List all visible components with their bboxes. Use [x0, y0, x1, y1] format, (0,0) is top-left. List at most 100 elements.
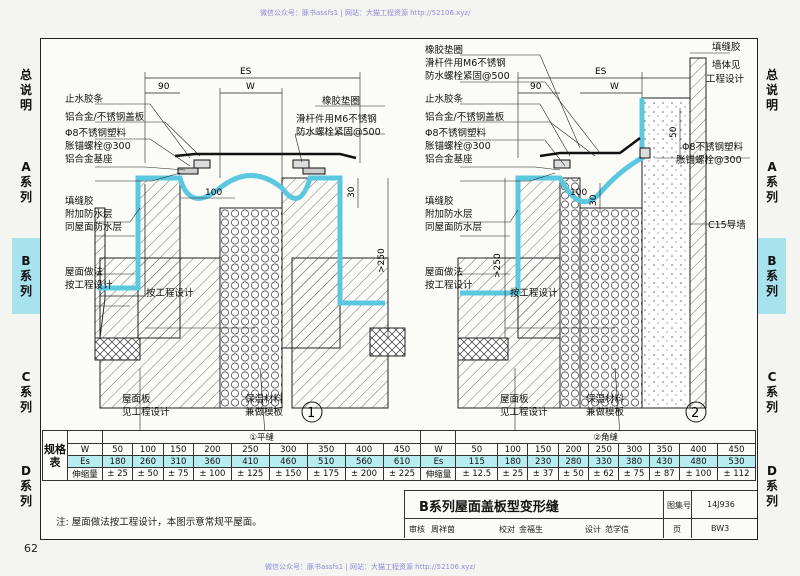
label-slide-1: 滑杆件用M6不锈钢: [425, 57, 506, 69]
table-cell: ± 37: [527, 467, 559, 481]
label-base: 铝合金基座: [65, 153, 113, 165]
table-cell: 150: [527, 443, 559, 456]
atlas-label: 图集号: [667, 501, 691, 510]
label-wall-1: 墙体见: [712, 59, 741, 71]
tab-label: 总说明: [19, 67, 32, 112]
table-cell: ± 62: [588, 467, 620, 481]
table-cell: ± 100: [192, 467, 232, 481]
watermark-top: 微信公众号：豚书assfs1 | 网站：大猫工程资源 http://52106.…: [260, 9, 471, 17]
table-cell: ± 225: [382, 467, 422, 481]
table-cell: 180: [101, 455, 134, 468]
waterproof-layer: [98, 173, 385, 306]
page-code: BW3: [711, 524, 730, 533]
reviewer-name: 周祥茵: [431, 525, 455, 534]
table-cell: 250: [230, 443, 270, 456]
table-row: 伸缩量 ± 25± 50± 75± 100± 125± 150± 175± 20…: [43, 467, 757, 481]
table-cell: 250: [588, 443, 620, 456]
detail-2-number: 2: [691, 406, 699, 421]
insulation-fill: [219, 207, 283, 409]
label-sealant: 填缝胶: [65, 195, 94, 207]
label-extra-wp: 附加防水层: [65, 208, 113, 220]
label-cover: 铝合金/不锈钢盖板: [65, 111, 145, 123]
table-row-name: W: [420, 443, 457, 456]
label-extra-wp: 附加防水层: [425, 208, 473, 220]
review-label: 审核: [409, 525, 425, 534]
dim-w: W: [246, 82, 255, 92]
label-cover: 铝合金/不锈钢盖板: [425, 111, 505, 123]
table-cell: 230: [527, 455, 559, 468]
dim-90: 90: [158, 82, 170, 92]
detail-drawings: ES 90 W 100 30 >250 止水胶条 铝合金/不锈钢盖板 Φ8不锈钢…: [65, 41, 750, 430]
table-cell: 400: [679, 443, 718, 456]
table-cell: 200: [192, 443, 232, 456]
table-cell: ± 150: [268, 467, 308, 481]
label-by-design: 按工程设计: [146, 287, 194, 299]
label-roof-2: 按工程设计: [425, 279, 473, 291]
table-cell: ± 112: [716, 467, 757, 481]
label-slab-2: 见工程设计: [500, 406, 548, 418]
table-cell: ± 200: [344, 467, 384, 481]
label-anchor: 胀锚螺栓@300: [65, 140, 131, 152]
table-cell: [420, 430, 457, 444]
table-cell: 300: [618, 443, 650, 456]
table-cell: 610: [382, 455, 422, 468]
dim-90: 90: [530, 82, 542, 92]
label-plug-right: Φ8不锈钢塑料: [682, 141, 744, 153]
table-row-name: 伸缩量: [420, 467, 457, 481]
table-cell: ± 75: [162, 467, 194, 481]
label-ins-2: 兼做模板: [586, 406, 625, 418]
table-cell: 350: [648, 443, 681, 456]
dim-50: 50: [669, 126, 679, 138]
tab-left-general[interactable]: 总说明: [12, 60, 40, 120]
table-cell: 180: [497, 455, 529, 468]
table-cell: 450: [382, 443, 422, 456]
table-cell: ± 75: [618, 467, 650, 481]
table-cell: 150: [162, 443, 194, 456]
label-roof-1: 屋面做法: [65, 266, 103, 278]
label-water-stop: 止水胶条: [65, 93, 104, 105]
label-slab-1: 屋面板: [500, 393, 529, 405]
table-row-name: W: [67, 443, 103, 456]
checker-name: 金福生: [519, 525, 543, 534]
dim-100: 100: [205, 188, 222, 198]
label-gasket: 橡胶垫圈: [425, 44, 463, 56]
label-fill: 填缝胶: [712, 41, 741, 53]
designer-name: 范学信: [605, 525, 629, 534]
dim-250: >250: [377, 248, 387, 273]
label-anchor-right: 胀锚螺栓@300: [676, 154, 742, 166]
tab-right-general[interactable]: 总说明: [758, 60, 786, 120]
title-block: B系列屋面盖板型变形缝 图集号 14J936 审核 周祥茵 校对 金福生 设计 …: [404, 490, 757, 538]
table-group-2: ②角缝: [455, 430, 756, 444]
dim-30: 30: [589, 194, 599, 206]
table-cell: 480: [679, 455, 718, 468]
label-slab-2: 见工程设计: [122, 406, 170, 418]
table-cell: 360: [192, 455, 232, 468]
label-wall-2: 工程设计: [706, 73, 745, 85]
dim-100: 100: [570, 188, 587, 198]
label-sealant: 填缝胶: [425, 195, 454, 207]
table-cell: 100: [497, 443, 529, 456]
dim-es: ES: [595, 67, 607, 77]
table-cell: 400: [344, 443, 384, 456]
table-cell: 510: [306, 455, 346, 468]
table-cell: 530: [716, 455, 757, 468]
label-same-wp: 同屋面防水层: [425, 221, 482, 233]
table-row-name: Es: [420, 455, 457, 468]
table-group-1: ①平缝: [101, 430, 422, 444]
dim-es: ES: [240, 67, 252, 77]
tab-label: 总说明: [765, 67, 778, 112]
